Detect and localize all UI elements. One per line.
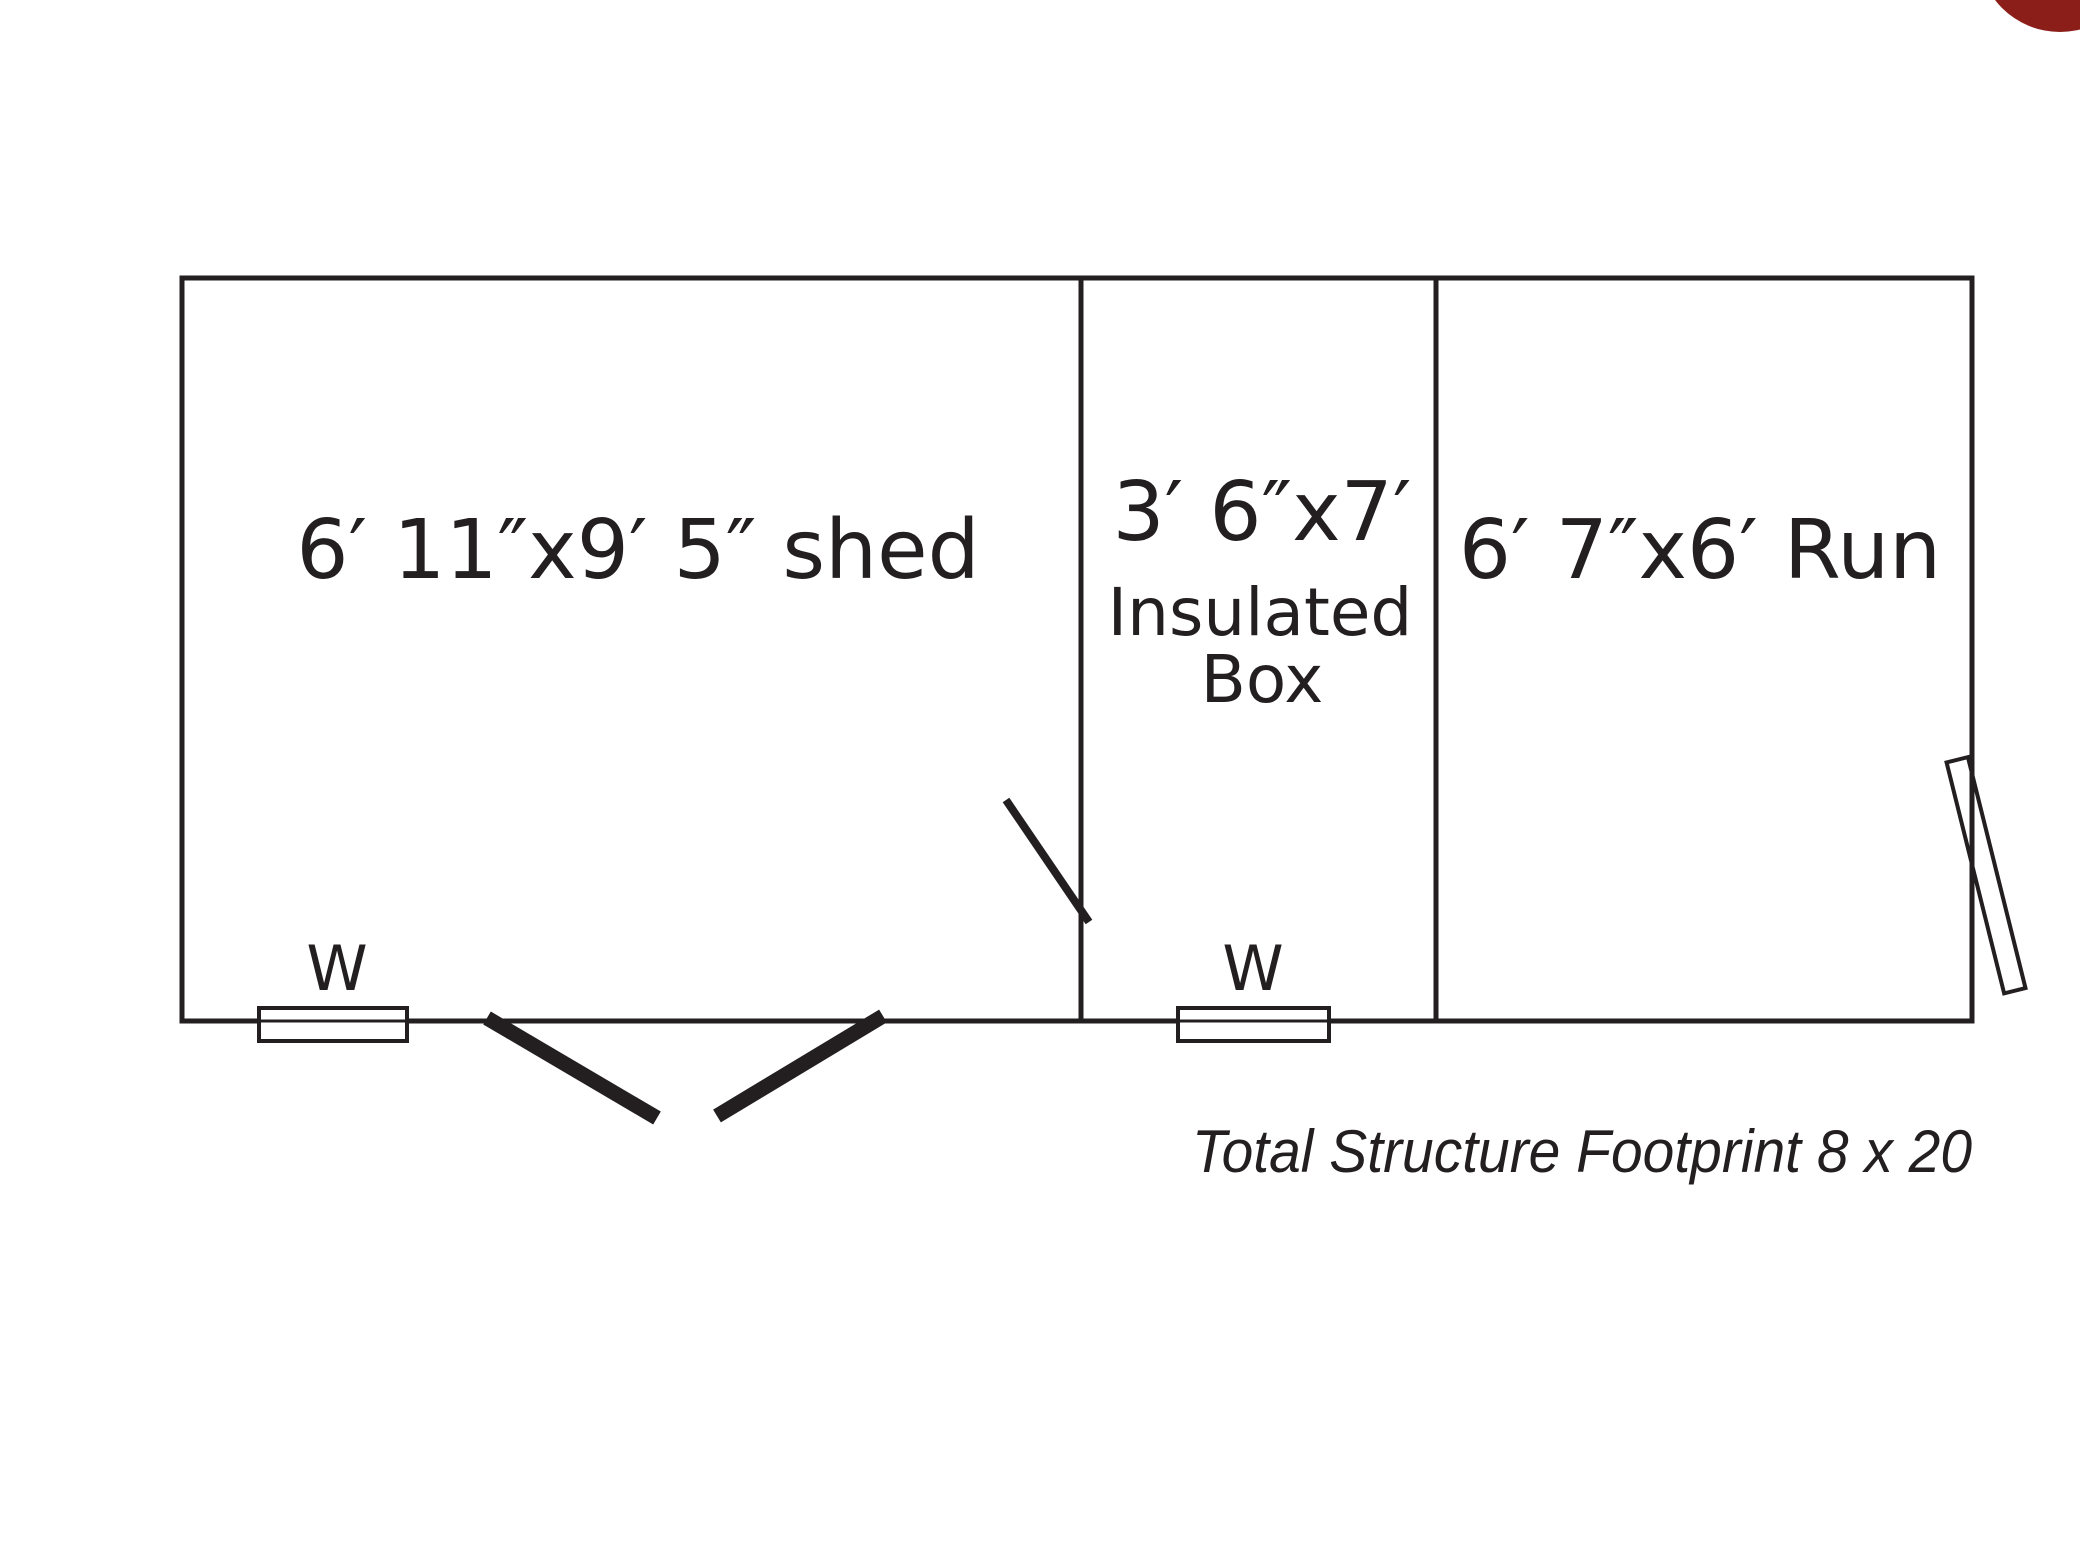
box-label-line1: Insulated <box>1108 574 1413 651</box>
run-gate <box>1944 754 2028 996</box>
window-middle <box>1176 1006 1331 1043</box>
window-middle-label: W <box>1222 932 1283 1005</box>
double-door-right-leaf <box>713 1009 887 1123</box>
outer-wall <box>179 275 1975 1024</box>
window-left <box>257 1006 409 1043</box>
footprint-note: Total Structure Footprint 8 x 20 <box>1192 1118 1972 1185</box>
box-label-line2: Box <box>1201 641 1324 718</box>
interior-door-leaf <box>1002 797 1093 925</box>
run-dimension-label: 6′ 7″x6′ Run <box>1459 503 1941 598</box>
box-dimension-label: 3′ 6″x7′ <box>1113 465 1412 560</box>
window-left-label: W <box>306 932 367 1005</box>
corner-accent-circle <box>1995 0 2080 32</box>
shed-dimension-label: 6′ 11″x9′ 5″ shed <box>296 503 979 598</box>
double-door-left-leaf <box>483 1011 661 1125</box>
